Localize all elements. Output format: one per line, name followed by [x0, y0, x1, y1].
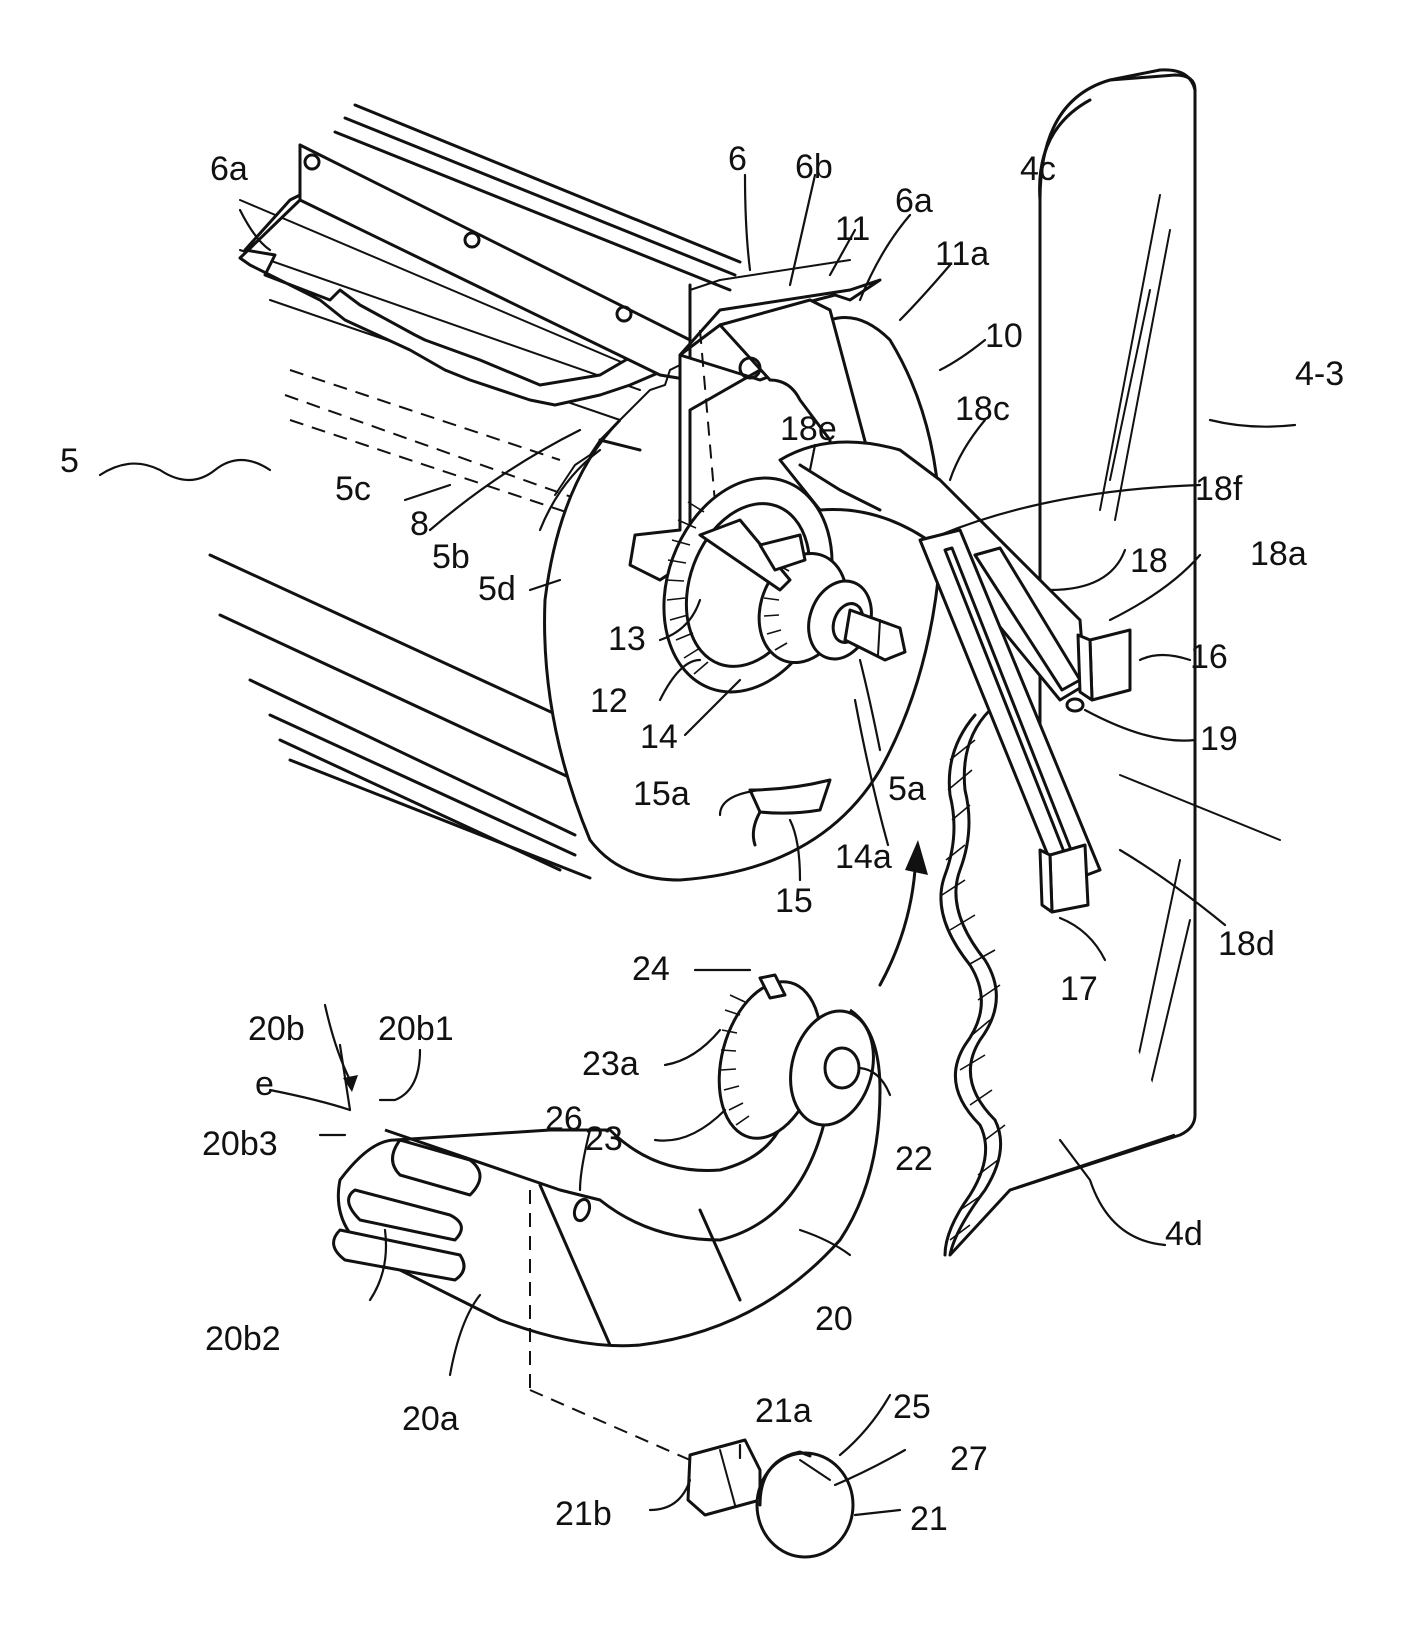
label-18a: 18a — [1250, 535, 1307, 573]
label-27: 27 — [950, 1440, 988, 1478]
label-17: 17 — [1060, 970, 1098, 1008]
label-11a: 11a — [935, 235, 989, 273]
label-18e: 18e — [780, 410, 837, 448]
label-15: 15 — [775, 882, 813, 920]
block-16 — [1078, 630, 1130, 700]
label-21: 21 — [910, 1500, 948, 1538]
label-6a: 6a — [210, 150, 248, 188]
label-22: 22 — [895, 1140, 933, 1178]
label-5: 5 — [60, 442, 79, 480]
label-6: 6 — [728, 140, 747, 178]
label-e: e — [255, 1065, 274, 1103]
label-6a-right: 6a — [895, 182, 933, 220]
label-20a: 20a — [402, 1400, 459, 1438]
label-23a: 23a — [582, 1045, 639, 1083]
label-14: 14 — [640, 718, 678, 756]
label-4-3: 4-3 — [1295, 355, 1344, 393]
label-20b3: 20b3 — [202, 1125, 278, 1163]
label-18f: 18f — [1195, 470, 1243, 508]
label-10: 10 — [985, 317, 1023, 355]
label-5c: 5c — [335, 470, 371, 508]
label-24: 24 — [632, 950, 670, 988]
label-18: 18 — [1130, 542, 1168, 580]
label-21b: 21b — [555, 1495, 612, 1533]
label-20b1: 20b1 — [378, 1010, 454, 1048]
label-25: 25 — [893, 1388, 931, 1426]
label-20b2: 20b2 — [205, 1320, 281, 1358]
label-8: 8 — [410, 505, 429, 543]
label-6b: 6b — [795, 148, 833, 186]
block-17 — [1040, 845, 1088, 912]
label-5a: 5a — [888, 770, 926, 808]
label-5b: 5b — [432, 538, 470, 576]
label-21a: 21a — [755, 1392, 812, 1430]
label-26: 26 — [545, 1100, 583, 1138]
label-23: 23 — [585, 1120, 623, 1158]
label-13: 13 — [608, 620, 646, 658]
label-20: 20 — [815, 1300, 853, 1338]
label-15a: 15a — [633, 775, 690, 813]
label-11: 11 — [835, 210, 870, 248]
label-5d: 5d — [478, 570, 516, 608]
label-4d: 4d — [1165, 1215, 1203, 1253]
label-19: 19 — [1200, 720, 1238, 758]
label-14a: 14a — [835, 838, 892, 876]
label-16: 16 — [1190, 638, 1228, 676]
label-18c: 18c — [955, 390, 1010, 428]
label-12: 12 — [590, 682, 628, 720]
label-20b: 20b — [248, 1010, 305, 1048]
label-4c: 4c — [1020, 150, 1056, 188]
label-18d: 18d — [1218, 925, 1275, 963]
